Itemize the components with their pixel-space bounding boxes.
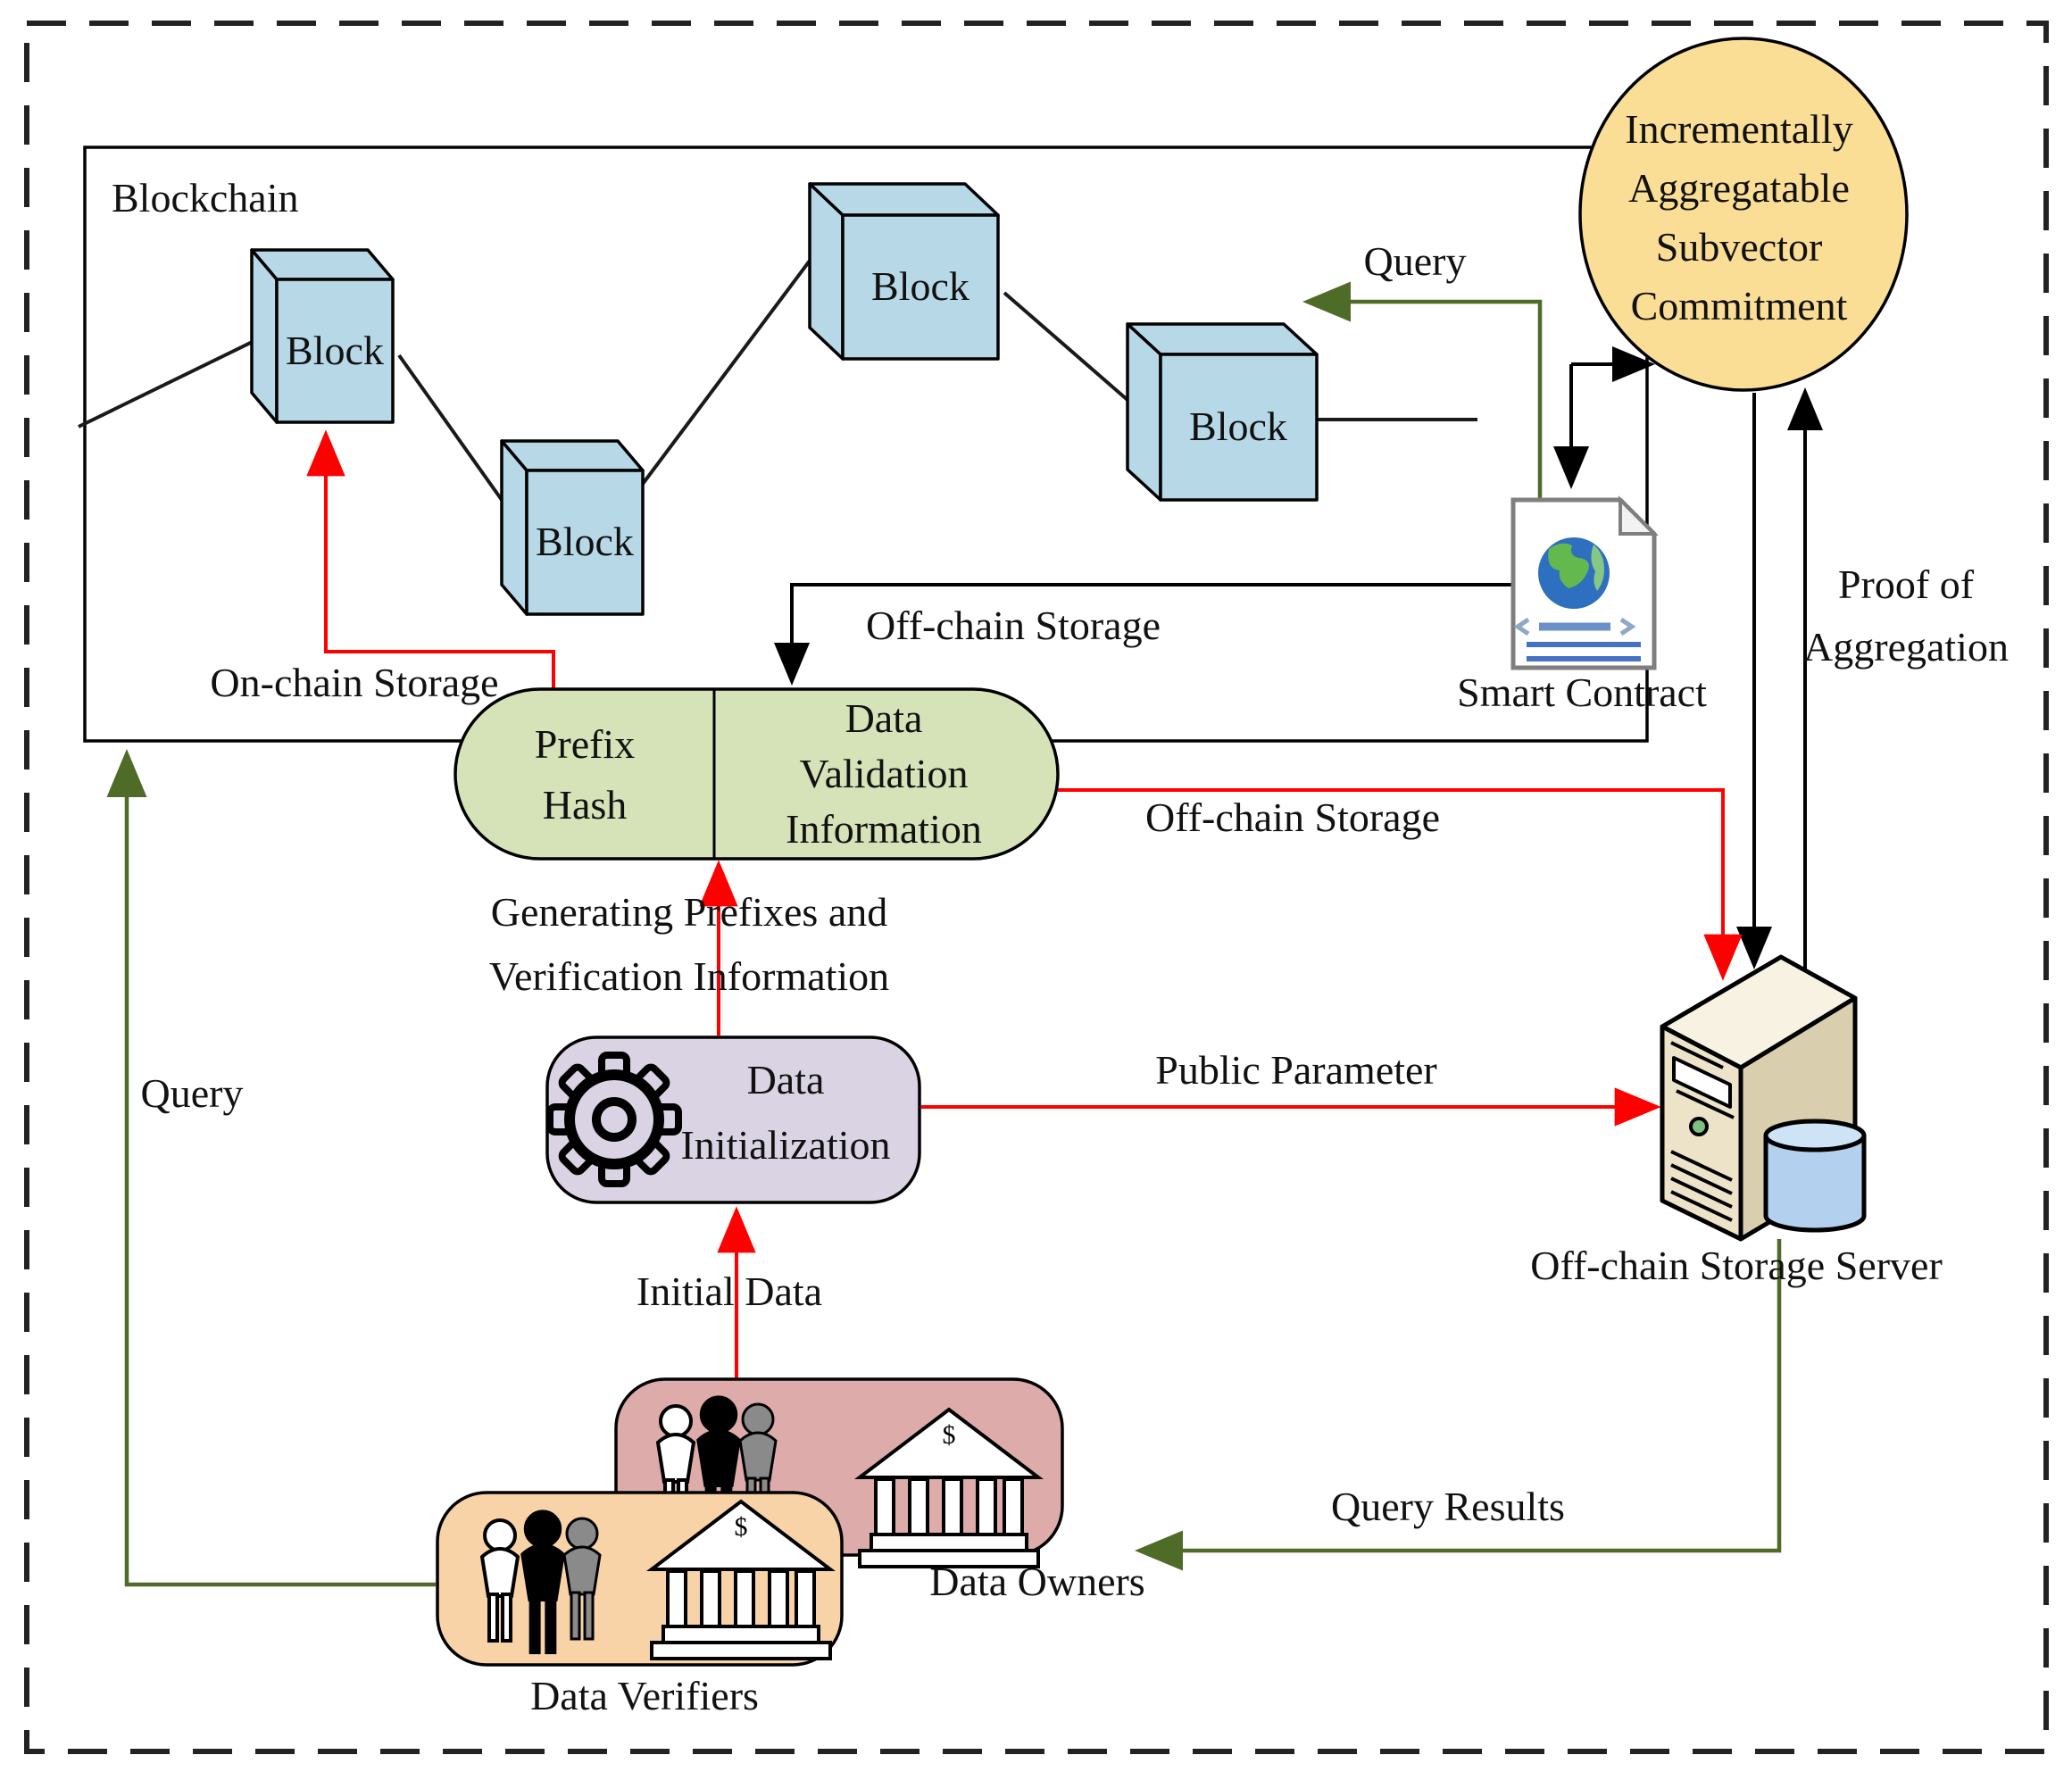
smart-contract-icon [1510, 495, 1659, 670]
data-validation-line-1: Data [845, 695, 923, 741]
server-vents [1670, 1041, 1735, 1222]
prefix-hash-line-2: Hash [542, 781, 628, 828]
iasc-line-1: Incrementally [1625, 105, 1853, 152]
block-label-2: Block [536, 518, 634, 564]
block-cubes [250, 182, 1319, 616]
query-left-arrow [106, 749, 436, 1587]
gear-icon [546, 1052, 682, 1187]
chain-links [78, 259, 1477, 502]
data-verifiers-label: Data Verifiers [530, 1672, 759, 1718]
query-top-label: Query [1363, 237, 1467, 284]
server-icon [1660, 954, 1867, 1242]
data-init-line-1: Data [746, 1056, 825, 1102]
iasc-line-3: Subvector [1655, 223, 1823, 270]
query-results-arrow [1135, 1239, 1782, 1571]
outer-dashed-border [24, 21, 2049, 1754]
transfer-icon [1513, 617, 1636, 636]
chain-link-1 [397, 354, 503, 502]
generating-label-line-1: Generating Prefixes and [490, 888, 888, 935]
off-chain-black-arrow [774, 583, 1511, 686]
query-top-arrow [1302, 281, 1543, 498]
data-validation-line-3: Information [786, 805, 982, 852]
block-cube-2 [500, 439, 645, 616]
off-chain-black-label: Off-chain Storage [866, 602, 1161, 648]
public-parameter-label: Public Parameter [1155, 1046, 1437, 1093]
chain-link-0 [78, 331, 271, 428]
blockchain-title: Blockchain [112, 174, 299, 220]
query-results-label: Query Results [1331, 1483, 1565, 1529]
block-cube-1 [250, 248, 395, 424]
block-cube-3 [808, 182, 1000, 361]
block-label-1: Block [286, 327, 384, 373]
data-owners-label: Data Owners [929, 1558, 1145, 1604]
folded-corner [1618, 495, 1659, 536]
owners-bank-dollar: $ [943, 1420, 956, 1450]
data-init-line-2: Initialization [680, 1121, 891, 1168]
server-slot [1672, 1056, 1732, 1109]
server-label: Off-chain Storage Server [1530, 1242, 1943, 1288]
off-chain-red-label: Off-chain Storage [1145, 794, 1440, 840]
verifiers-people-icon [479, 1510, 602, 1655]
on-chain-label: On-chain Storage [210, 659, 499, 705]
initial-data-label: Initial Data [636, 1268, 823, 1314]
chain-link-2 [641, 259, 811, 486]
proof-label-line-1: Proof of [1837, 561, 1975, 607]
query-left-label: Query [140, 1069, 244, 1116]
block-label-3: Block [871, 262, 969, 309]
verifiers-bank-icon [646, 1499, 836, 1660]
generating-label-line-2: Verification Information [488, 952, 890, 999]
iasc-line-2: Aggregatable [1628, 164, 1850, 211]
prefix-hash-line-1: Prefix [534, 720, 636, 767]
data-validation-line-2: Validation [799, 750, 969, 796]
smart-contract-label: Smart Contract [1457, 669, 1707, 715]
iasc-circle [1578, 37, 1909, 392]
chain-link-3 [1003, 291, 1129, 402]
server-led [1689, 1117, 1709, 1136]
on-chain-red-arrow [306, 429, 555, 689]
block-label-4: Block [1189, 403, 1287, 449]
iasc-line-4: Commitment [1630, 282, 1848, 329]
owners-bank-icon [854, 1407, 1044, 1568]
verifiers-bank-dollar: $ [735, 1512, 748, 1542]
proof-label-line-2: Aggregation [1803, 623, 2009, 670]
database-cylinder-icon [1763, 1119, 1867, 1233]
block-cube-4 [1126, 322, 1319, 502]
off-chain-red-arrow [1058, 788, 1743, 981]
prefix-validation-pill [454, 687, 1060, 861]
